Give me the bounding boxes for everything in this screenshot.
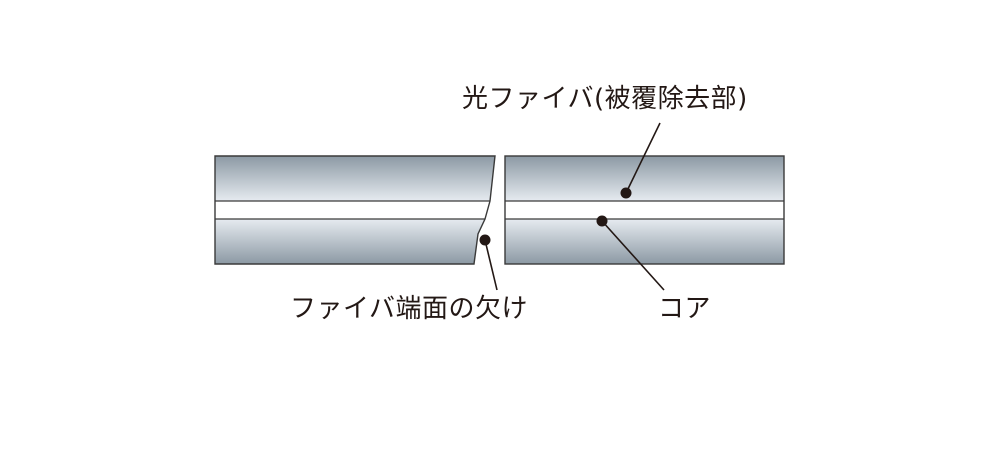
chip-marker-dot [479,234,491,246]
left-upper-cladding [215,156,495,201]
core-label: コア [658,294,712,324]
right-upper-cladding [505,156,784,201]
core-marker-dot [596,215,608,227]
left-fiber-segment [214,155,496,265]
fiber-marker-dot [620,187,632,199]
leader-line-core [601,220,665,291]
left-lower-cladding [215,219,485,264]
fiber-stripped-label: 光ファイバ(被覆除去部) [462,84,748,114]
left-core [215,201,490,219]
leader-line-fiber [625,122,661,194]
leader-line-chip [484,239,498,291]
right-lower-cladding [505,219,784,264]
right-fiber-segment [504,155,785,265]
left-segment-outline [214,155,496,265]
right-core [505,201,784,219]
end-face-chip-label: ファイバ端面の欠け [290,294,528,324]
